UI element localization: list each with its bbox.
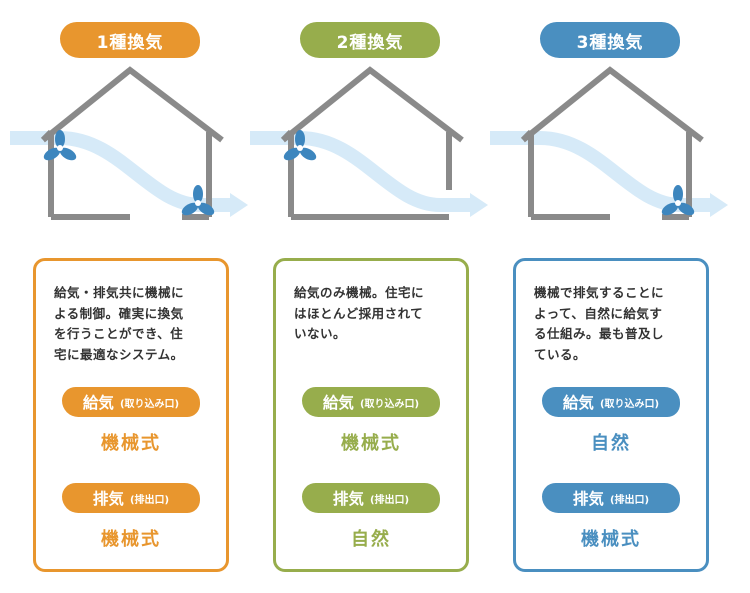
description-text: 機械で排気することに よって、自然に給気す る仕組み。最も普及し ている。	[534, 285, 665, 362]
house-outline	[520, 66, 704, 220]
airflow-arrowhead	[230, 193, 248, 217]
exhaust-label: 排気	[332, 490, 364, 508]
supply-value: 機械式	[101, 433, 161, 454]
description-text: 給気のみ機械。住宅に はほとんど採用されて いない。	[294, 285, 425, 341]
exhaust-fan-icon	[181, 185, 215, 216]
house-diagram	[490, 66, 728, 220]
supply-fan-icon	[283, 130, 317, 161]
description-text: 給気・排気共に機械に よる制御。確実に換気 を行うことができ、住 宅に最適なシス…	[54, 285, 185, 362]
exhaust-label: 排気	[92, 490, 124, 508]
supply-pill: 給気 (取り込み口)	[302, 387, 440, 417]
exhaust-label: 排気	[572, 490, 604, 508]
airflow-arrowhead	[710, 193, 728, 217]
exhaust-value: 機械式	[101, 529, 161, 550]
exhaust-pill: 排気 (排出口)	[542, 483, 680, 513]
supply-pill: 給気 (取り込み口)	[62, 387, 200, 417]
exhaust-pill: 排気 (排出口)	[62, 483, 200, 513]
type-title-pill: 2種換気	[300, 22, 440, 58]
supply-label: 給気	[562, 394, 594, 412]
supply-sublabel: (取り込み口)	[359, 398, 420, 410]
exhaust-sublabel: (排出口)	[129, 494, 170, 506]
exhaust-pill: 排気 (排出口)	[302, 483, 440, 513]
ventilation-type-2: 2種換気 給気のみ機械。住宅に はほとんど採用されて いない。 給気 (取り込み…	[250, 0, 490, 593]
supply-sublabel: (取り込み口)	[119, 398, 180, 410]
exhaust-value: 自然	[351, 529, 391, 550]
type-title-pill: 3種換気	[540, 22, 680, 58]
description-card: 給気・排気共に機械に よる制御。確実に換気 を行うことができ、住 宅に最適なシス…	[33, 258, 229, 572]
description-card: 給気のみ機械。住宅に はほとんど採用されて いない。 給気 (取り込み口) 機械…	[273, 258, 469, 572]
supply-pill: 給気 (取り込み口)	[542, 387, 680, 417]
ventilation-type-3: 3種換気 機械で排気することに よって、自然に給気す る仕組み。最も普及し てい…	[490, 0, 730, 593]
type-title: 1種換気	[96, 32, 164, 53]
house-diagram	[250, 66, 488, 220]
exhaust-sublabel: (排出口)	[369, 494, 410, 506]
type-title: 2種換気	[336, 32, 404, 53]
supply-label: 給気	[322, 394, 354, 412]
house-outline	[40, 66, 224, 220]
description-card: 機械で排気することに よって、自然に給気す る仕組み。最も普及し ている。 給気…	[513, 258, 709, 572]
exhaust-sublabel: (排出口)	[609, 494, 650, 506]
house-diagram	[10, 66, 248, 220]
supply-label: 給気	[82, 394, 114, 412]
supply-value: 自然	[591, 433, 631, 454]
house-outline	[280, 66, 464, 220]
airflow-arrow	[250, 131, 472, 212]
exhaust-value: 機械式	[581, 529, 641, 550]
type-title-pill: 1種換気	[60, 22, 200, 58]
airflow-arrowhead	[470, 193, 488, 217]
supply-value: 機械式	[341, 433, 401, 454]
supply-sublabel: (取り込み口)	[599, 398, 660, 410]
supply-fan-icon	[43, 130, 77, 161]
exhaust-fan-icon	[661, 185, 695, 216]
ventilation-type-1: 1種換気 給気・排気共に機械に よる制御。確実に換気 を行うことができ、住 宅に…	[10, 0, 250, 593]
type-title: 3種換気	[576, 32, 644, 53]
